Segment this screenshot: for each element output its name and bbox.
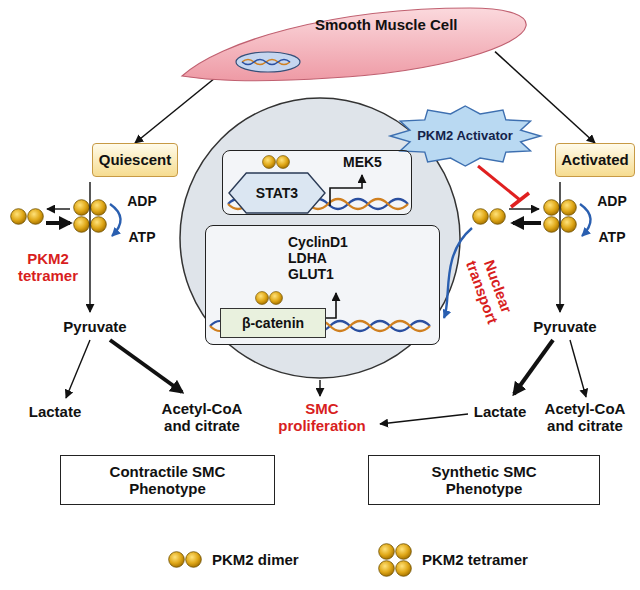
activation-arrow xyxy=(330,175,362,206)
connector-arrow xyxy=(135,78,215,143)
process-box: Quiescent xyxy=(92,143,178,177)
flux-arrow xyxy=(514,340,553,394)
free-label: Nuclear transport xyxy=(460,246,520,333)
free-label: ADP xyxy=(597,193,627,209)
node-text: CyclinD1 LDHA GLUT1 xyxy=(288,234,363,282)
free-label: Lactate xyxy=(29,403,82,420)
node-text: Contractile SMC Phenotype xyxy=(98,463,238,498)
node-text: STAT3 xyxy=(256,185,298,201)
equilibrium-arrow xyxy=(509,208,539,209)
process-box: MEK5STAT3 xyxy=(222,150,412,215)
node-text: Activated xyxy=(561,151,629,168)
process-box: Synthetic SMC Phenotype xyxy=(368,455,600,505)
node-text: Quiescent xyxy=(99,151,172,168)
node-text: Smooth Muscle Cell xyxy=(315,16,458,33)
legend-symbol xyxy=(168,551,202,568)
flux-arrow xyxy=(559,182,560,312)
legend-item: PKM2 dimer xyxy=(168,551,299,568)
process-box: CyclinD1 LDHA GLUT1 β-catenin xyxy=(205,225,440,345)
free-label: SMC proliferation xyxy=(272,400,372,435)
star-node: PKM2 Activator xyxy=(390,106,541,166)
flux-arrow xyxy=(89,182,90,312)
free-label: Pyruvate xyxy=(63,318,126,335)
process-box: Activated xyxy=(555,143,635,177)
free-label: Acetyl-CoA and citrate xyxy=(535,400,635,435)
process-box: Contractile SMC Phenotype xyxy=(60,455,275,505)
equilibrium-arrow xyxy=(47,208,70,209)
flux-arrow xyxy=(66,340,90,398)
node-text: Synthetic SMC Phenotype xyxy=(414,463,554,498)
legend-text: PKM2 tetramer xyxy=(422,551,528,568)
node-text: β-catenin xyxy=(242,315,304,331)
legend-item: PKM2 tetramer xyxy=(378,543,528,577)
node-text: MEK5 xyxy=(343,154,382,170)
free-label: Lactate xyxy=(474,403,527,420)
free-label: Acetyl-CoA and citrate xyxy=(152,400,252,435)
box-fill xyxy=(222,150,412,215)
diamond-node: STAT3 xyxy=(229,173,325,213)
legend-symbol xyxy=(378,543,412,577)
adp-atp-arrow xyxy=(110,204,121,236)
flux-arrow xyxy=(380,414,468,424)
flux-arrow xyxy=(110,340,182,392)
free-label: Pyruvate xyxy=(533,318,596,335)
box-fill xyxy=(205,225,440,345)
cell-node: Smooth Muscle Cell xyxy=(180,2,530,82)
free-label: ATP xyxy=(129,229,156,245)
adp-atp-arrow xyxy=(580,204,591,236)
process-box: β-catenin xyxy=(220,308,326,338)
activation-arrow xyxy=(325,293,336,318)
pkm2-dimer xyxy=(263,156,290,169)
inhibition-line xyxy=(478,166,520,200)
flux-arrow xyxy=(319,380,320,396)
cell-shape xyxy=(180,2,530,82)
pkm2-dimer xyxy=(11,209,44,225)
pkm2-dimer xyxy=(473,209,506,225)
inhibition-bar xyxy=(511,193,529,207)
equilibrium-arrow xyxy=(46,221,70,225)
free-label: ADP xyxy=(127,193,157,209)
pkm2-dimer xyxy=(256,292,283,305)
equilibrium-arrow xyxy=(513,221,541,225)
free-label: PKM2 tetramer xyxy=(8,250,88,285)
flux-arrow xyxy=(570,340,586,397)
node-text: PKM2 Activator xyxy=(417,129,513,144)
legend-text: PKM2 dimer xyxy=(212,551,299,568)
free-label: ATP xyxy=(599,229,626,245)
